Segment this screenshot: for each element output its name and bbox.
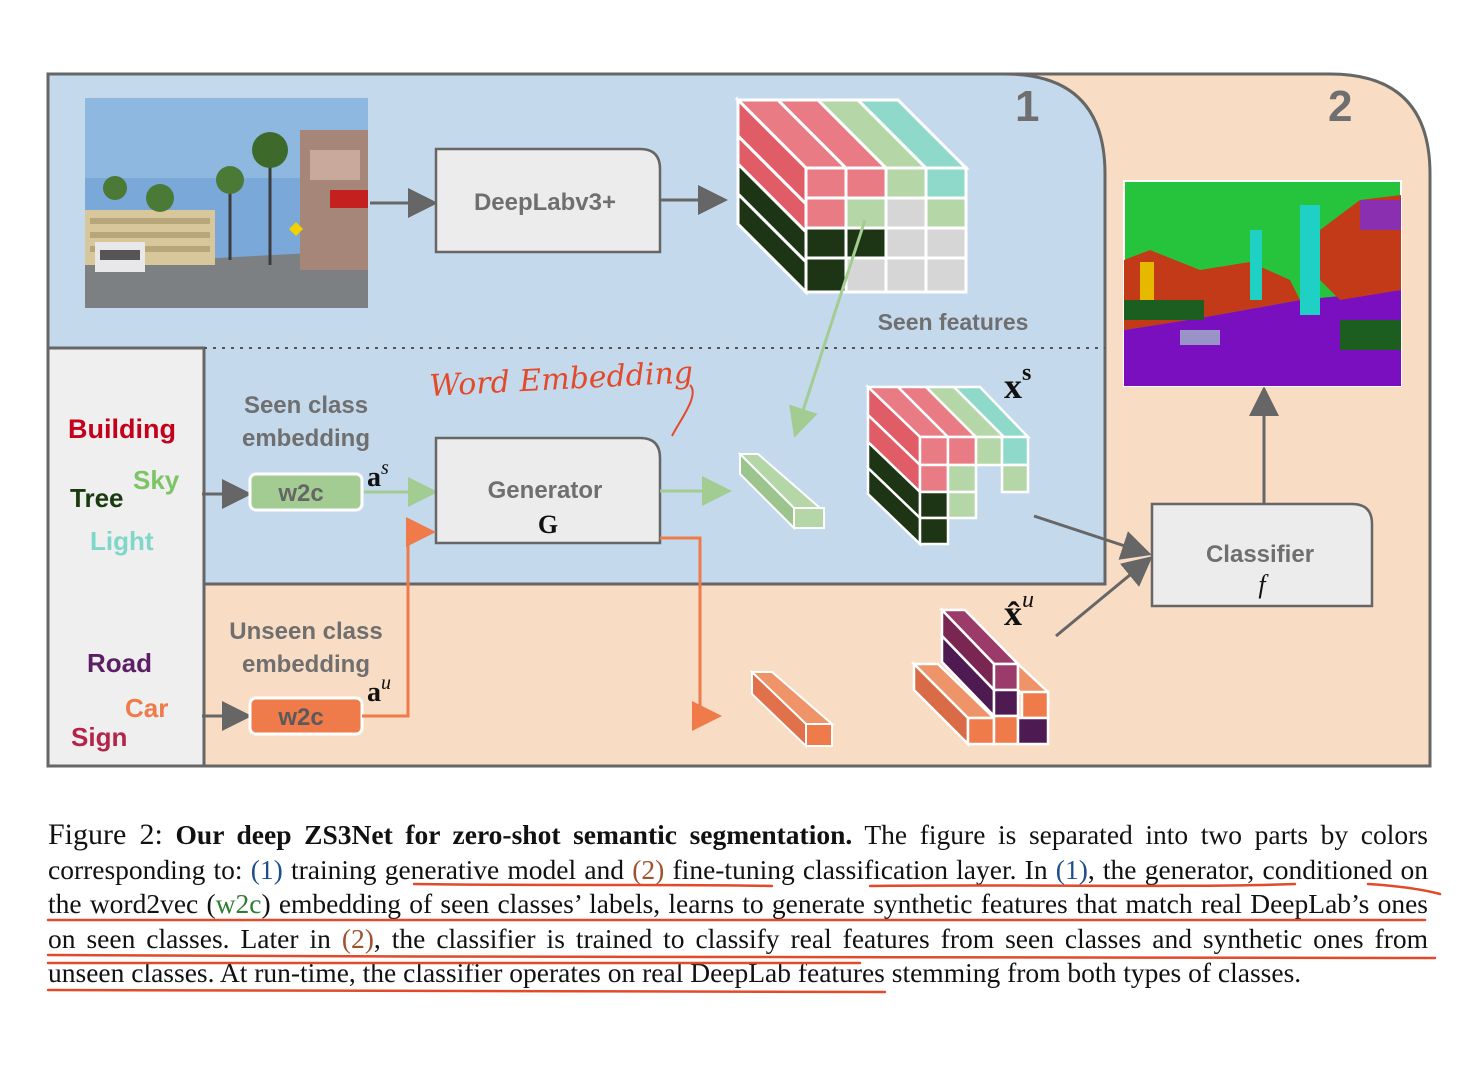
xs-features-cube xyxy=(864,384,1031,547)
segmentation-output xyxy=(1123,180,1402,387)
caption-s5: ) embedding of seen classes’ labels, lea… xyxy=(48,888,1428,954)
zs3net-diagram: 1 2 DeepLabv3+ xyxy=(46,72,1432,768)
au-symbol: au xyxy=(367,672,391,708)
seen-features-cube xyxy=(734,96,970,296)
caption-s4: , the generator, conditioned on the word… xyxy=(48,853,1429,920)
class-sign: Sign xyxy=(71,722,127,752)
unseen-embedding-label-1: Unseen class xyxy=(229,618,382,645)
deeplab-label: DeepLabv3+ xyxy=(474,189,616,216)
class-road: Road xyxy=(87,648,152,678)
class-light: Light xyxy=(90,526,154,556)
w2c-unseen-label: w2c xyxy=(277,704,323,731)
figure-caption: Figure 2: Our deep ZS3Net for zero-shot … xyxy=(48,818,1428,991)
arrow-generator-unseen xyxy=(660,536,722,731)
unseen-embedding-label-2: embedding xyxy=(242,651,370,678)
generated-seen-feature xyxy=(737,451,825,531)
xs-symbol: xs xyxy=(1004,360,1031,406)
class-sky: Sky xyxy=(133,465,180,495)
caption-s3: fine-tuning classification layer. In xyxy=(672,853,1048,885)
xu-symbol: x̂u xyxy=(1004,587,1034,633)
w2c-seen-label: w2c xyxy=(277,480,323,507)
w2c-seen-box xyxy=(248,472,364,512)
classifier-label: Classifier xyxy=(1206,541,1314,568)
arrow-xu-classifier xyxy=(1055,556,1153,638)
caption-title: Our deep ZS3Net for zero-shot semantic s… xyxy=(175,819,853,850)
caption-ref2: (2) xyxy=(632,853,665,885)
arrow-xs-classifier xyxy=(1033,514,1152,560)
caption-s1: The figure is separated into two parts b… xyxy=(48,819,1428,885)
caption-s6: , the classifier is trained to classify … xyxy=(48,922,1428,989)
arrow-feature-to-bar xyxy=(789,219,867,438)
xu-features-cube xyxy=(910,606,1050,748)
street-photo xyxy=(85,98,368,308)
caption-ref2b: (2) xyxy=(341,922,374,954)
generator-label: Generator xyxy=(488,477,603,504)
part2-label: 2 xyxy=(1328,82,1352,131)
caption-s2: training generative model and xyxy=(291,853,625,885)
class-panel xyxy=(46,346,206,768)
class-car: Car xyxy=(125,693,168,723)
classifier-box xyxy=(1150,502,1374,608)
generator-box xyxy=(434,436,662,545)
as-symbol: as xyxy=(367,457,389,493)
caption-label: Figure 2: xyxy=(48,818,163,851)
arrow-au-generator xyxy=(362,517,436,718)
class-building: Building xyxy=(68,414,176,444)
part1-label: 1 xyxy=(1015,82,1039,131)
class-tree: Tree xyxy=(70,483,124,513)
seen-embedding-label-1: Seen class xyxy=(244,392,368,419)
classifier-symbol: f xyxy=(1258,570,1269,599)
caption-ref1: (1) xyxy=(250,853,283,885)
seen-embedding-label-2: embedding xyxy=(242,425,370,452)
seen-features-label: Seen features xyxy=(878,309,1029,335)
caption-w2c: w2c xyxy=(215,888,262,920)
caption-ref1b: (1) xyxy=(1055,853,1088,885)
deeplab-box xyxy=(434,147,662,254)
generator-symbol: G xyxy=(538,510,558,539)
generated-unseen-feature xyxy=(749,669,835,749)
